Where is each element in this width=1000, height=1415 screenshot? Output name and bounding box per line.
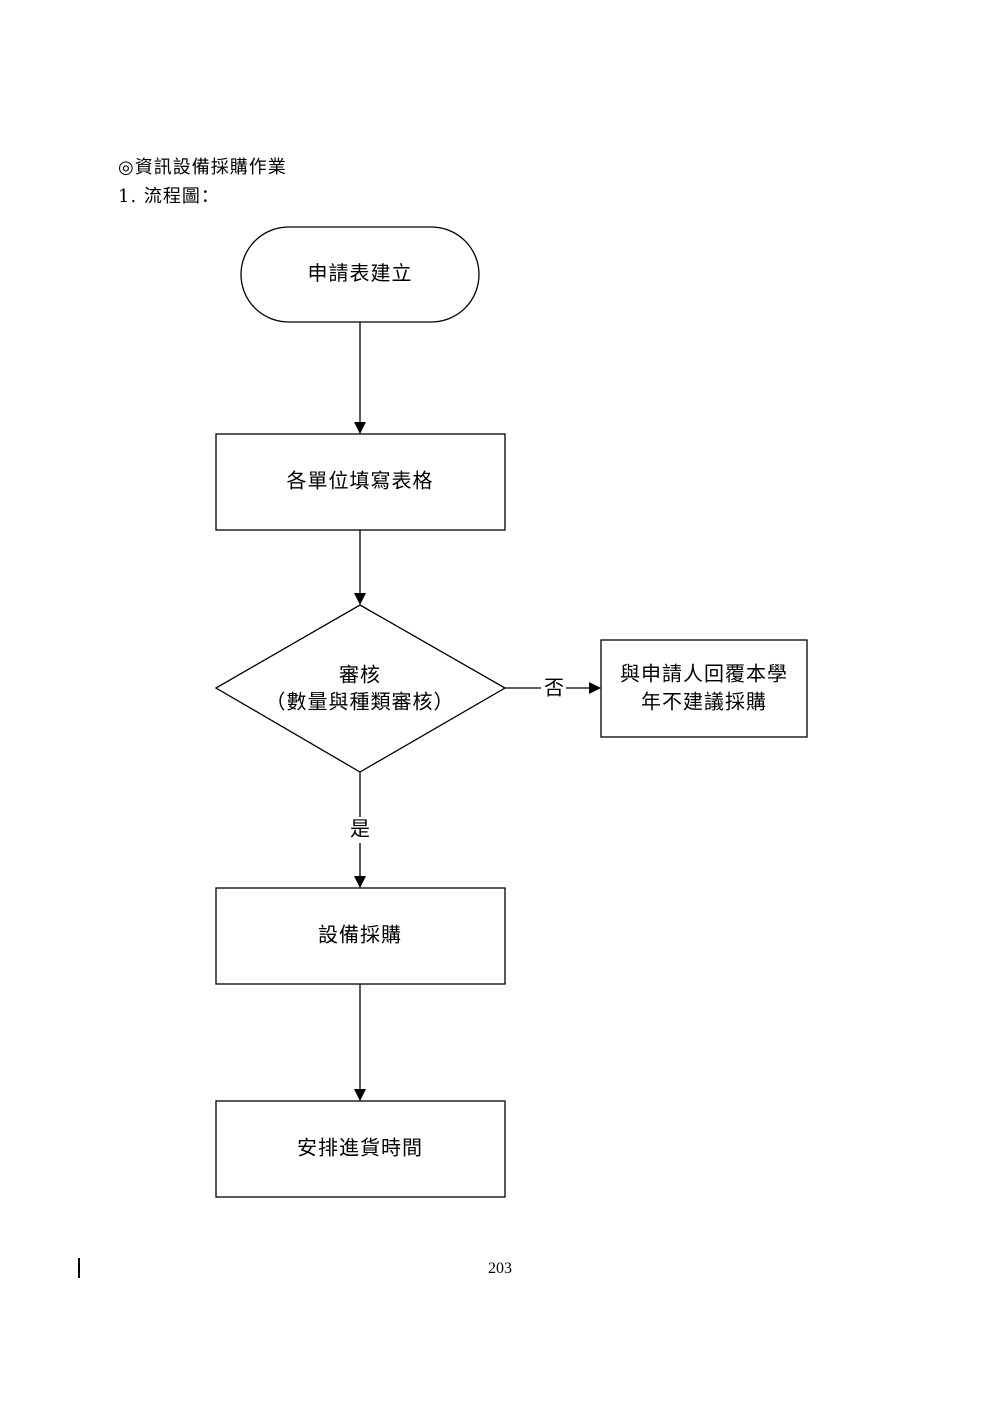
fill-form-node-label: 各單位填寫表格 xyxy=(287,469,434,493)
review-decision-node xyxy=(214,604,507,773)
purchase-node xyxy=(215,887,506,985)
reject-node-line2: 年不建議採購 xyxy=(641,690,767,714)
schedule-node xyxy=(215,1100,506,1198)
margin-change-bar xyxy=(78,1258,80,1278)
reject-node xyxy=(600,639,808,738)
no-branch-label: 否 xyxy=(544,676,564,700)
page-number: 203 xyxy=(488,1260,512,1277)
fill-form-node xyxy=(215,433,506,531)
purchase-node-label: 設備採購 xyxy=(318,923,402,947)
reject-node-line1: 與申請人回覆本學 xyxy=(620,662,788,686)
schedule-node-label: 安排進貨時間 xyxy=(297,1136,423,1160)
review-decision-title: 審核 xyxy=(339,663,381,687)
start-node-label: 申請表建立 xyxy=(308,261,413,285)
review-decision-detail: （數量與種類審核） xyxy=(266,690,455,714)
yes-branch-label: 是 xyxy=(350,817,370,841)
subsection-title: 1. 流程圖： xyxy=(118,186,220,207)
section-title: ◎資訊設備採購作業 xyxy=(118,157,287,178)
